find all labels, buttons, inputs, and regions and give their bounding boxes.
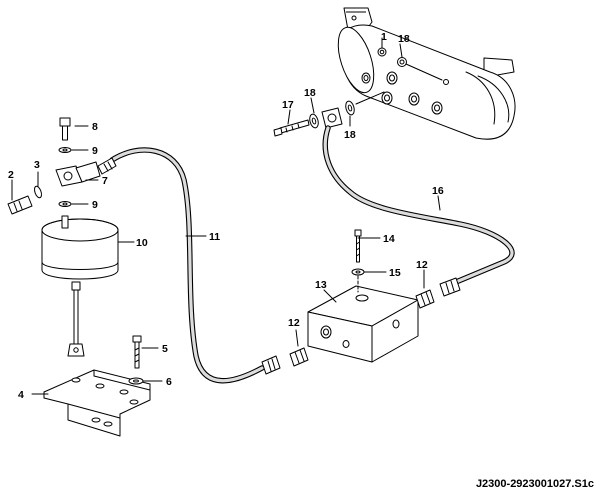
callout-7: 7 — [102, 175, 108, 187]
callout-5: 5 — [162, 343, 168, 355]
callout-4: 4 — [18, 389, 24, 401]
tank-fitting — [273, 91, 385, 137]
callout-17: 17 — [282, 99, 294, 111]
callout-18-left: 18 — [304, 87, 316, 99]
callout-18-tank: 18 — [398, 33, 410, 45]
callout-16: 16 — [432, 185, 444, 197]
callout-2: 2 — [8, 169, 14, 181]
bracket-4 — [43, 335, 151, 437]
drawing-code: J2300-2923001027.S1c — [475, 478, 594, 490]
callout-11: 11 — [209, 231, 220, 243]
callout-18-right: 18 — [344, 129, 356, 141]
callout-1: 1 — [381, 31, 387, 43]
hose-16 — [322, 125, 515, 297]
hose-11 — [97, 147, 281, 384]
valve-block-13 — [289, 229, 435, 367]
callout-13: 13 — [315, 279, 327, 291]
callout-9-upper: 9 — [92, 145, 98, 157]
callout-8: 8 — [92, 121, 98, 133]
callout-3: 3 — [34, 159, 40, 171]
callout-10: 10 — [136, 237, 148, 249]
callout-12-right: 12 — [416, 259, 428, 271]
callout-6: 6 — [166, 376, 172, 388]
callout-15: 15 — [389, 267, 401, 279]
air-tank — [337, 7, 516, 140]
callout-12-left: 12 — [288, 317, 300, 329]
leader-lines — [11, 37, 441, 395]
chamber-assembly — [7, 117, 119, 357]
callout-9-lower: 9 — [92, 199, 98, 211]
callout-labels: 1 2 3 4 5 6 7 8 9 9 10 11 12 12 13 14 15… — [8, 31, 444, 401]
callout-14: 14 — [383, 233, 395, 245]
